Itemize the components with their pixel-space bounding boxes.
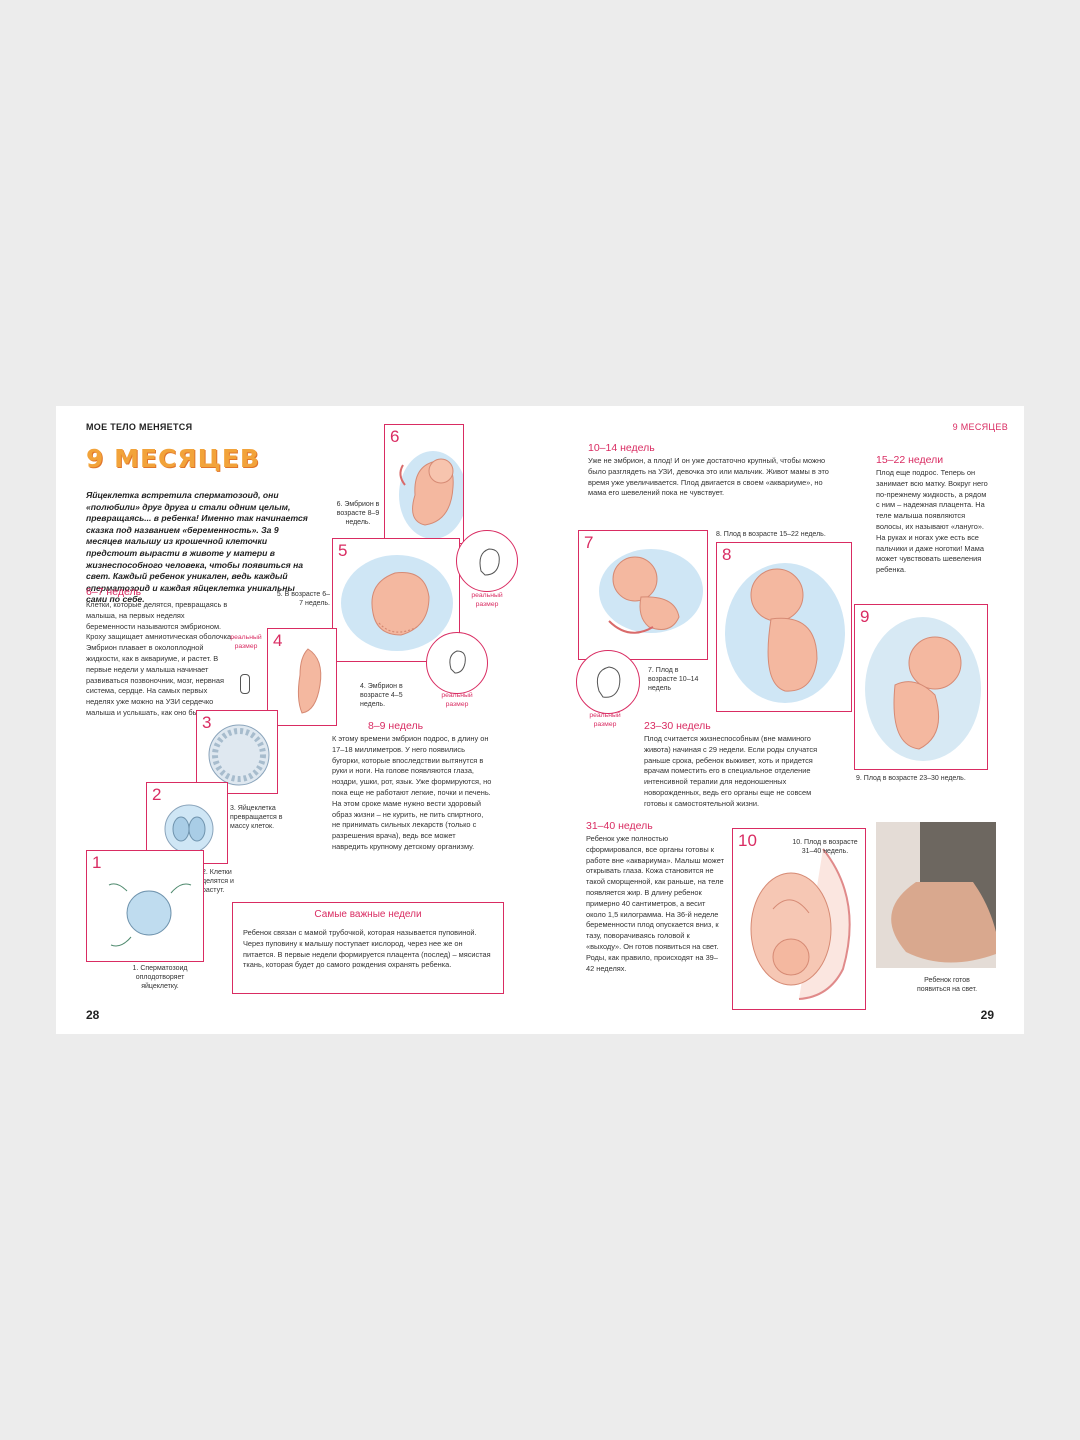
real-size-circle-5 bbox=[426, 632, 488, 694]
page-number-left: 28 bbox=[86, 1008, 100, 1022]
heading-23-30-weeks: 23–30 недель bbox=[644, 720, 711, 732]
real-size-label-6: реальный размер bbox=[471, 592, 503, 608]
caption-9: 9. Плод в возрасте 23–30 недель. bbox=[856, 775, 966, 782]
fertilization-illustration bbox=[108, 883, 192, 947]
cell-mass-illustration bbox=[208, 724, 270, 786]
heading-31-40-weeks: 31–40 недель bbox=[586, 820, 653, 832]
heading-6-7-weeks: 6–7 недель bbox=[86, 586, 142, 598]
page-number-right: 29 bbox=[980, 1008, 994, 1022]
illustration-box-5: 5 bbox=[332, 538, 460, 662]
page-title: 9 МЕСЯЦЕВ bbox=[86, 444, 260, 473]
text-10-14-weeks: Уже не эмбрион, а плод! И он уже достато… bbox=[588, 456, 829, 498]
left-page-header: МОЕ ТЕЛО МЕНЯЕТСЯ bbox=[86, 422, 193, 432]
fetus-23-30-weeks-illustration bbox=[865, 617, 981, 761]
real-size-label-4: реальный размер bbox=[230, 634, 262, 650]
important-weeks-title: Самые важные недели bbox=[314, 909, 422, 920]
illustration-box-8: 8 bbox=[716, 542, 852, 712]
box-number-8: 8 bbox=[722, 545, 732, 564]
caption-4: 4. Эмбрион в возрасте 4–5 недель. bbox=[360, 683, 403, 708]
caption-7: 7. Плод в возрасте 10–14 недель bbox=[648, 667, 699, 692]
illustration-box-10: 10 bbox=[732, 828, 866, 1010]
text-6-7-weeks: Клетки, которые делятся, превращаясь в м… bbox=[86, 600, 234, 717]
caption-photo: Ребенок готов появиться на свет. bbox=[916, 977, 978, 993]
illustration-box-3: 3 bbox=[196, 710, 278, 794]
box-number-7: 7 bbox=[584, 533, 594, 552]
box-number-3: 3 bbox=[202, 713, 212, 732]
box-number-5: 5 bbox=[338, 541, 348, 560]
pregnant-woman-photo bbox=[876, 822, 996, 968]
fetus-31-40-weeks-illustration bbox=[750, 848, 851, 1000]
real-size-circle-6 bbox=[456, 530, 518, 592]
illustration-box-1: 1 bbox=[86, 850, 204, 962]
embryo-real-size-icon bbox=[449, 650, 466, 674]
embryo-8-9-weeks-illustration bbox=[399, 451, 463, 539]
fetus-real-size-icon bbox=[596, 666, 621, 698]
embryo-4-5-weeks-illustration bbox=[297, 648, 322, 714]
important-weeks-box: Самые важные недели Ребенок связан с мам… bbox=[232, 902, 504, 994]
heading-8-9-weeks: 8–9 недель bbox=[368, 720, 424, 732]
text-8-9-weeks: К этому времени эмбрион подрос, в длину … bbox=[332, 734, 492, 851]
pregnant-belly-photo-shape bbox=[891, 822, 996, 963]
caption-5: 5. В возрасте 6–7 недель. bbox=[276, 591, 330, 607]
caption-10: 10. Плод в возрасте 31–40 недель. bbox=[792, 839, 858, 855]
intro-text: Яйцеклетка встретила сперматозоид, они «… bbox=[86, 490, 308, 605]
fetus-10-14-weeks-illustration bbox=[599, 549, 703, 634]
text-23-30-weeks: Плод считается жизнеспособным (вне мамин… bbox=[644, 734, 818, 808]
text-31-40-weeks: Ребенок уже полностью сформировался, все… bbox=[586, 834, 724, 973]
real-size-circle-7 bbox=[576, 650, 640, 714]
real-size-label-7: реальный размер bbox=[589, 712, 621, 728]
embryo-real-size-icon bbox=[479, 548, 500, 576]
heading-15-22-weeks: 15–22 недели bbox=[876, 454, 944, 466]
illustration-box-4: 4 bbox=[267, 628, 337, 726]
embryo-6-7-weeks-illustration bbox=[341, 555, 453, 651]
caption-6: 6. Эмбрион в возрасте 8–9 недель. bbox=[336, 501, 380, 526]
box-number-9: 9 bbox=[860, 607, 870, 626]
caption-2: 2. Клетки делятся и растут. bbox=[202, 869, 234, 894]
box-number-4: 4 bbox=[273, 631, 283, 650]
box-number-1: 1 bbox=[92, 853, 102, 872]
embryo-real-size-dot bbox=[240, 674, 250, 694]
box-number-2: 2 bbox=[152, 785, 162, 804]
right-page-header: 9 МЕСЯЦЕВ bbox=[952, 422, 1008, 432]
caption-3: 3. Яйцеклетка превращается в массу клето… bbox=[230, 805, 283, 830]
book-spread: МОЕ ТЕЛО МЕНЯЕТСЯ 9 МЕСЯЦЕВ Яйцеклетка в… bbox=[56, 406, 1024, 1034]
box-number-6: 6 bbox=[390, 427, 400, 446]
heading-10-14-weeks: 10–14 недель bbox=[588, 442, 655, 454]
caption-1: 1. Сперматозоид оплодотворяет яйцеклетку… bbox=[132, 965, 188, 990]
important-weeks-text: Ребенок связан с мамой трубочкой, котора… bbox=[243, 928, 491, 970]
box-number-10: 10 bbox=[738, 831, 757, 850]
illustration-box-9: 9 bbox=[854, 604, 988, 770]
text-15-22-weeks: Плод еще подрос. Теперь он занимает всю … bbox=[876, 468, 988, 575]
illustration-box-7: 7 bbox=[578, 530, 708, 660]
illustration-box-6: 6 bbox=[384, 424, 464, 544]
fetus-15-22-weeks-illustration bbox=[725, 563, 845, 703]
caption-8: 8. Плод в возрасте 15–22 недель. bbox=[716, 531, 826, 538]
dividing-cell-illustration bbox=[164, 804, 214, 854]
real-size-label-5: реальный размер bbox=[441, 692, 473, 708]
